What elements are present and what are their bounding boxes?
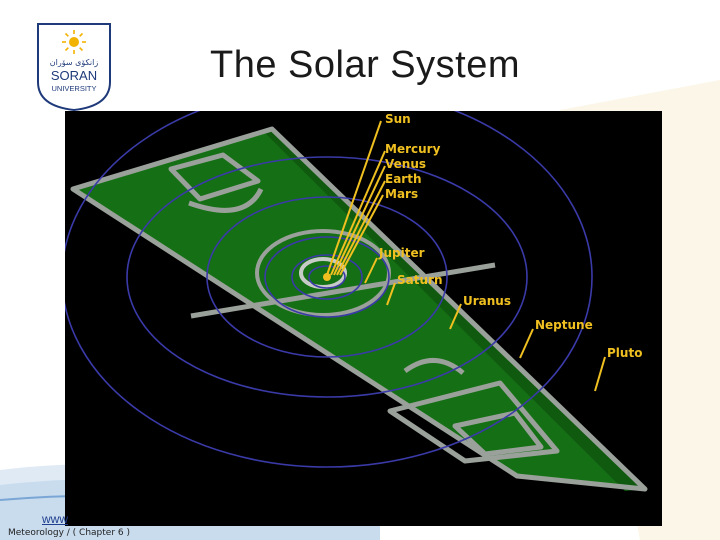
logo-name-top: SORAN: [51, 68, 97, 83]
label-pluto: Pluto: [607, 346, 642, 360]
label-venus: Venus: [385, 157, 426, 171]
logo-arabic-text: زانكۆی سۆران: [50, 58, 99, 67]
label-mars: Mars: [385, 187, 418, 201]
label-jupiter: Jupiter: [378, 246, 425, 260]
label-sun: Sun: [385, 112, 411, 126]
footer-text: Meteorology / ( Chapter 6 ): [8, 528, 130, 538]
label-earth: Earth: [385, 172, 422, 186]
slide-title: The Solar System: [180, 44, 550, 87]
label-neptune: Neptune: [535, 318, 593, 332]
label-saturn: Saturn: [397, 273, 442, 287]
footer-link[interactable]: www: [42, 512, 68, 526]
label-mercury: Mercury: [385, 142, 441, 156]
solar-system-soccer-field-figure: Sun Mercury Venus Earth Mars Jupiter Sat…: [65, 111, 662, 526]
soran-university-logo: زانكۆی سۆران SORAN UNIVERSITY: [34, 22, 114, 112]
label-uranus: Uranus: [463, 294, 511, 308]
logo-name-bottom: UNIVERSITY: [51, 84, 96, 93]
sun-emblem-icon: [62, 30, 86, 54]
